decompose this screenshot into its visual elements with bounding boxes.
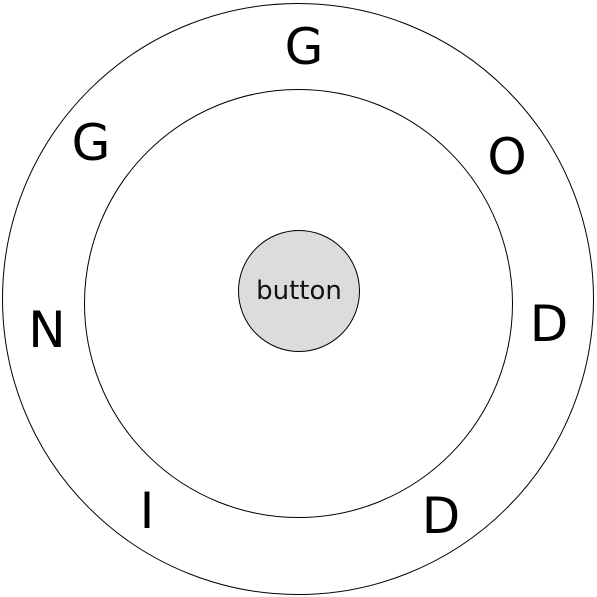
ring-letter-7: G xyxy=(71,114,111,172)
ring-letter-3: D xyxy=(529,295,569,353)
center-button[interactable]: button xyxy=(238,230,360,352)
ring-letter-4: D xyxy=(421,487,461,545)
outer-ring xyxy=(2,3,594,595)
inner-ring xyxy=(84,89,513,518)
ring-letter-2: O xyxy=(487,128,527,186)
ring-letter-1: G xyxy=(284,18,324,76)
ring-letter-6: N xyxy=(28,301,66,359)
ring-letter-5: I xyxy=(139,482,155,540)
